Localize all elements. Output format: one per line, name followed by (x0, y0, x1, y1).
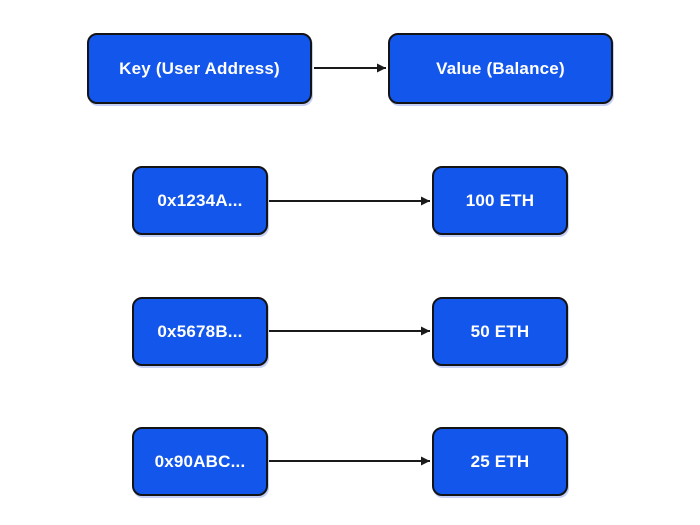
row-1-key-box: 0x1234A... (132, 166, 268, 235)
row-1-value-label: 100 ETH (465, 190, 535, 210)
header-value-label: Value (Balance) (436, 58, 565, 78)
header-key-box: Key (User Address) (87, 33, 312, 104)
row-3-key-box: 0x90ABC... (132, 427, 268, 496)
row-3-value-box: 25 ETH (432, 427, 568, 496)
header-value-box: Value (Balance) (388, 33, 613, 104)
row-2-value-label: 50 ETH (470, 321, 530, 341)
row-2-key-label: 0x5678B... (157, 321, 243, 341)
row-2-value-box: 50 ETH (432, 297, 568, 366)
row-3-value-label: 25 ETH (470, 451, 530, 471)
row-3-key-label: 0x90ABC... (154, 451, 246, 471)
row-1-value-box: 100 ETH (432, 166, 568, 235)
header-key-label: Key (User Address) (119, 58, 280, 78)
row-2-key-box: 0x5678B... (132, 297, 268, 366)
row-1-key-label: 0x1234A... (157, 190, 243, 210)
